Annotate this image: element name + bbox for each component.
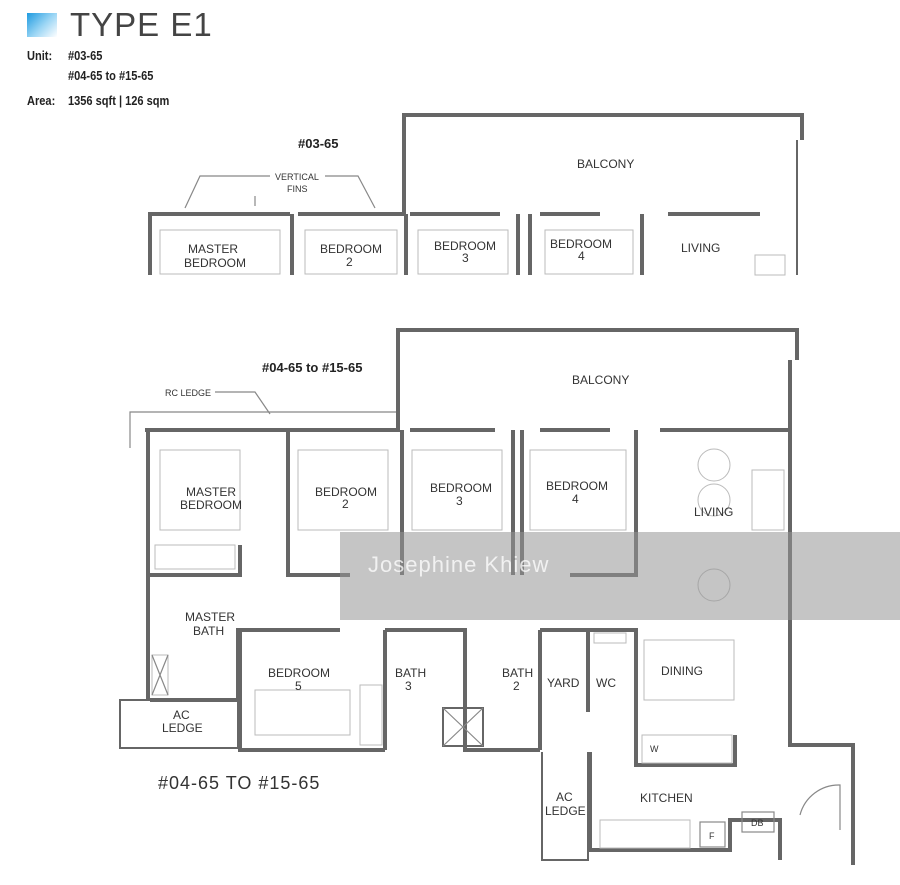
db-box	[741, 811, 775, 833]
unit-type-title: TYPE E1	[70, 6, 213, 43]
bedroom2-label-2: 2	[342, 497, 349, 511]
bath2-label-1: BATH	[502, 666, 533, 680]
yard-label: YARD	[547, 676, 580, 690]
bath3-label-2: 3	[405, 679, 412, 693]
bed-2	[297, 449, 389, 531]
top-bed-2	[304, 229, 398, 275]
top-bed-master	[159, 229, 281, 275]
top-bed-3	[417, 229, 509, 275]
top-bedroom4-label-1: BEDROOM	[550, 237, 612, 251]
wc-label: WC	[596, 676, 616, 690]
master-shower	[151, 654, 169, 696]
master-bedroom-label-2: BEDROOM	[180, 498, 242, 512]
plan-top-title: #03-65	[298, 136, 338, 151]
top-balcony-wall	[402, 113, 804, 215]
bedroom4-label-1: BEDROOM	[546, 479, 608, 493]
bedroom5-wardrobe	[359, 684, 383, 746]
db-label: DB	[751, 818, 764, 828]
rc-ledge-outline	[129, 411, 398, 448]
kitchen-label: KITCHEN	[640, 791, 693, 805]
w-label: W	[650, 744, 659, 754]
top-bedroom2-label-2: 2	[346, 255, 353, 269]
vertical-fins-label-2: FINS	[287, 184, 308, 194]
top-balcony-label: BALCONY	[577, 157, 634, 171]
bedroom5-label-2: 5	[295, 679, 302, 693]
area-label: Area:	[27, 93, 56, 108]
watermark-band	[340, 532, 900, 620]
main-balcony-label: BALCONY	[572, 373, 629, 387]
master-bath-label-1: MASTER	[185, 610, 235, 624]
master-bath-label-2: BATH	[193, 624, 224, 638]
wall-master-bed-bottom	[150, 545, 242, 577]
master-bed	[159, 449, 241, 531]
plan-top: #03-65 VERTICAL FINS BALCONY MASTER BEDR…	[148, 113, 804, 276]
bedroom3-label-2: 3	[456, 494, 463, 508]
unit-line-2: #04-65 to #15-65	[68, 68, 154, 83]
bath-shower-cross	[442, 707, 484, 747]
ac-ledge-left-label-2: LEDGE	[162, 721, 203, 735]
top-bedroom2-label-1: BEDROOM	[320, 242, 382, 256]
top-bedroom3-label-1: BEDROOM	[434, 239, 496, 253]
master-bedroom-label-1: MASTER	[186, 485, 236, 499]
wall-bath2-left	[463, 630, 540, 752]
rc-ledge-leader	[215, 391, 271, 415]
top-bedroom4-label-2: 4	[578, 249, 585, 263]
wall-bath3	[383, 628, 467, 750]
bed-5	[254, 689, 351, 736]
fins-leader-left	[184, 175, 270, 209]
top-living-label: LIVING	[681, 241, 720, 255]
watermark-text: Josephine Khiew	[368, 552, 550, 577]
bath-shower	[442, 707, 484, 747]
ac-ledge-right-label-1: AC	[556, 790, 573, 804]
top-master-bedroom-label-1: MASTER	[188, 242, 238, 256]
dining-label: DINING	[661, 664, 703, 678]
unit-label: Unit:	[27, 48, 53, 63]
wc-vent	[593, 632, 627, 644]
fridge	[699, 821, 726, 848]
bedroom5-label-1: BEDROOM	[268, 666, 330, 680]
ac-ledge-left-label-1: AC	[173, 708, 190, 722]
wall-wc-kitchen	[588, 628, 737, 767]
bedroom4-label-2: 4	[572, 492, 579, 506]
unit-line-1: #03-65	[68, 48, 103, 63]
fins-leader-right	[325, 175, 376, 209]
f-label: F	[709, 831, 715, 841]
top-master-bedroom-label-2: BEDROOM	[184, 256, 246, 270]
ac-ledge-right-label-2: LEDGE	[545, 804, 586, 818]
bath3-label-1: BATH	[395, 666, 426, 680]
header-color-swatch	[27, 13, 57, 37]
wall-kitchen-bottom	[588, 752, 782, 860]
plan-main-title: #04-65 to #15-65	[262, 360, 362, 375]
living-sofa	[751, 469, 785, 531]
top-bedroom3-label-2: 3	[462, 251, 469, 265]
master-shower-cross	[151, 654, 169, 696]
vertical-fins-label-1: VERTICAL	[275, 172, 319, 182]
top-living-furniture	[754, 254, 786, 276]
living-chair-1	[697, 448, 731, 482]
kitchen-counter	[599, 819, 691, 849]
wall-bedroom5	[238, 630, 385, 752]
plan-main: #04-65 to #15-65 RC LEDGE BALCONY	[119, 328, 855, 865]
kitchen-counter-w	[641, 734, 733, 764]
living-chair-2	[697, 483, 731, 517]
wall-bed2-left	[286, 430, 350, 577]
bed-3	[411, 449, 503, 531]
top-bed-4	[544, 229, 634, 275]
bath2-label-2: 2	[513, 679, 520, 693]
rc-ledge-label: RC LEDGE	[165, 388, 211, 398]
area-value: 1356 sqft | 126 sqm	[68, 93, 170, 108]
wall-yard	[538, 628, 590, 750]
bedroom2-label-1: BEDROOM	[315, 485, 377, 499]
main-door-swing	[799, 784, 841, 830]
main-plan-caption: #04-65 TO #15-65	[158, 773, 320, 793]
main-balcony-wall	[396, 328, 799, 430]
bedroom3-label-1: BEDROOM	[430, 481, 492, 495]
living-label: LIVING	[694, 505, 733, 519]
dining-table	[643, 639, 735, 701]
bed-4	[529, 449, 627, 531]
master-wardrobe	[154, 544, 236, 570]
